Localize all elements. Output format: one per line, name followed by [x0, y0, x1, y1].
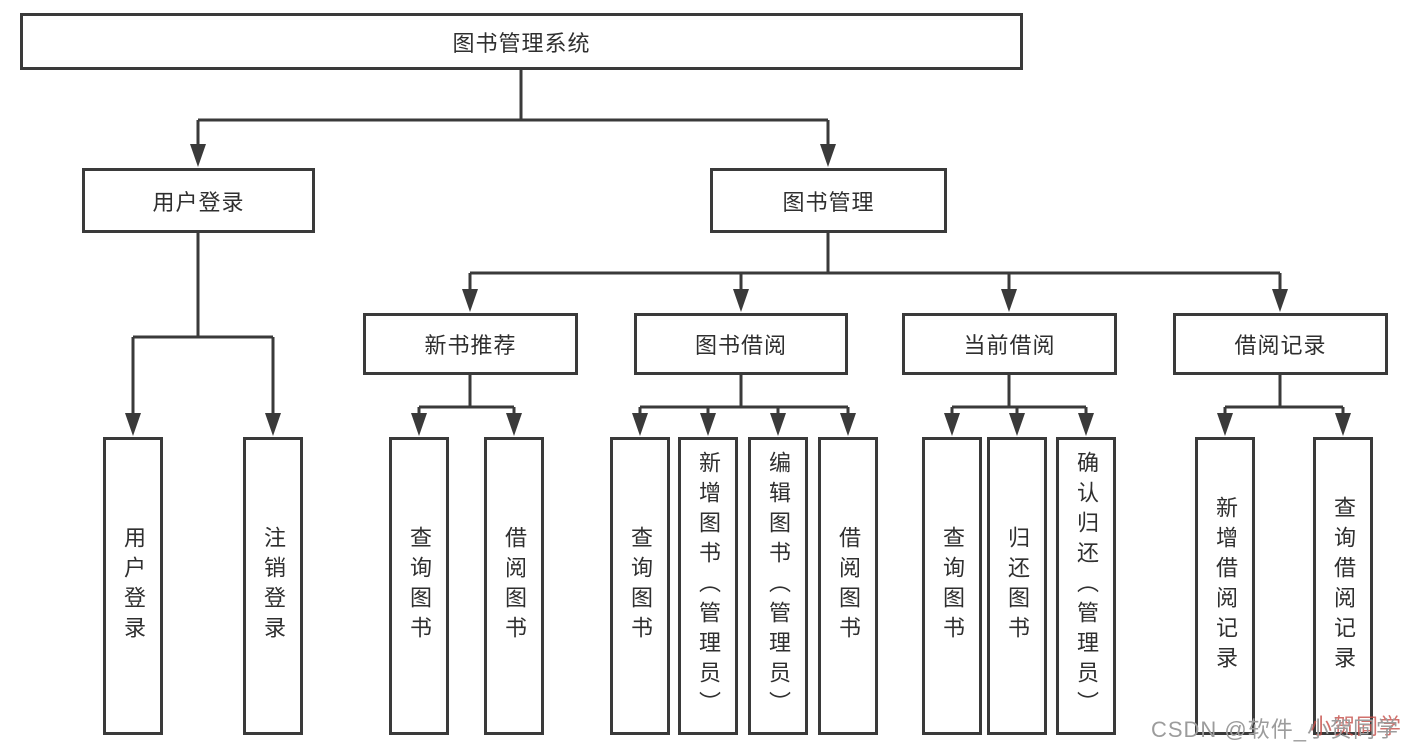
- arrowhead-icon: [632, 413, 648, 436]
- leaf-confirm-return-admin: 确认归还（管理员）: [1056, 437, 1116, 735]
- leaf-add-borrow-record-label: 新增借阅记录: [1213, 496, 1238, 676]
- node-borrowing-records-label: 借阅记录: [1234, 333, 1327, 358]
- watermark-accent: 小贺同学: [1306, 717, 1399, 742]
- arrowhead-icon: [820, 144, 836, 167]
- arrowhead-icons: [125, 144, 1351, 436]
- leaf-query-book-borrowing-label: 查询图书: [628, 526, 653, 646]
- arrowhead-icon: [944, 413, 960, 436]
- node-new-book-recommendation-label: 新书推荐: [424, 333, 517, 358]
- node-user-login: 用户登录: [82, 168, 315, 233]
- node-user-login-label: 用户登录: [152, 189, 245, 215]
- arrowhead-icon: [1335, 413, 1351, 436]
- leaf-query-book-recommend: 查询图书: [389, 437, 449, 735]
- arrowhead-icon: [1272, 289, 1288, 312]
- leaf-borrow-book-recommend-label: 借阅图书: [502, 526, 527, 646]
- node-book-borrowing: 图书借阅: [634, 313, 848, 375]
- arrowhead-icon: [1217, 413, 1233, 436]
- leaf-add-book-admin-label: 新增图书（管理员）: [696, 451, 721, 721]
- leaf-query-book-borrowing: 查询图书: [610, 437, 670, 735]
- node-book-management-label: 图书管理: [782, 189, 875, 215]
- leaf-borrow-book-borrowing-label: 借阅图书: [836, 526, 861, 646]
- node-book-borrowing-label: 图书借阅: [694, 333, 787, 358]
- arrowhead-icon: [1009, 413, 1025, 436]
- leaf-logout-login-label: 注销登录: [261, 526, 286, 646]
- node-root-label: 图书管理系统: [452, 30, 591, 56]
- watermark-prefix: CSDN @软件_: [1150, 717, 1307, 742]
- leaf-query-book-recommend-label: 查询图书: [407, 526, 432, 646]
- arrowhead-icon: [1078, 413, 1094, 436]
- leaf-query-book-current: 查询图书: [922, 437, 982, 735]
- node-current-borrowing-label: 当前借阅: [963, 333, 1056, 358]
- watermark: CSDN @软件_小贺同学: [1151, 712, 1399, 744]
- arrowhead-icon: [700, 413, 716, 436]
- leaf-confirm-return-admin-label: 确认归还（管理员）: [1074, 451, 1099, 721]
- arrowhead-icon: [506, 413, 522, 436]
- leaf-borrow-book-recommend: 借阅图书: [484, 437, 544, 735]
- leaf-query-borrow-record: 查询借阅记录: [1313, 437, 1373, 735]
- arrowhead-icon: [190, 144, 206, 167]
- leaf-add-book-admin: 新增图书（管理员）: [678, 437, 738, 735]
- leaf-edit-book-admin-label: 编辑图书（管理员）: [766, 451, 791, 721]
- arrowhead-icon: [411, 413, 427, 436]
- arrowhead-icon: [840, 413, 856, 436]
- leaf-return-book-label: 归还图书: [1005, 526, 1030, 646]
- arrowhead-icon: [733, 289, 749, 312]
- leaf-query-borrow-record-label: 查询借阅记录: [1331, 496, 1356, 676]
- node-current-borrowing: 当前借阅: [902, 313, 1117, 375]
- leaf-logout-login: 注销登录: [243, 437, 303, 735]
- node-new-book-recommendation: 新书推荐: [363, 313, 578, 375]
- arrowhead-icon: [265, 413, 281, 436]
- leaf-add-borrow-record: 新增借阅记录: [1195, 437, 1255, 735]
- leaf-user-login-label: 用户登录: [121, 526, 146, 646]
- leaf-return-book: 归还图书: [987, 437, 1047, 735]
- leaf-query-book-current-label: 查询图书: [940, 526, 965, 646]
- arrowhead-icon: [1001, 289, 1017, 312]
- arrowhead-icon: [125, 413, 141, 436]
- node-root: 图书管理系统: [20, 13, 1023, 70]
- leaf-edit-book-admin: 编辑图书（管理员）: [748, 437, 808, 735]
- node-borrowing-records: 借阅记录: [1173, 313, 1388, 375]
- arrowhead-icon: [770, 413, 786, 436]
- arrowhead-icon: [462, 289, 478, 312]
- leaf-user-login: 用户登录: [103, 437, 163, 735]
- leaf-borrow-book-borrowing: 借阅图书: [818, 437, 878, 735]
- node-book-management: 图书管理: [710, 168, 947, 233]
